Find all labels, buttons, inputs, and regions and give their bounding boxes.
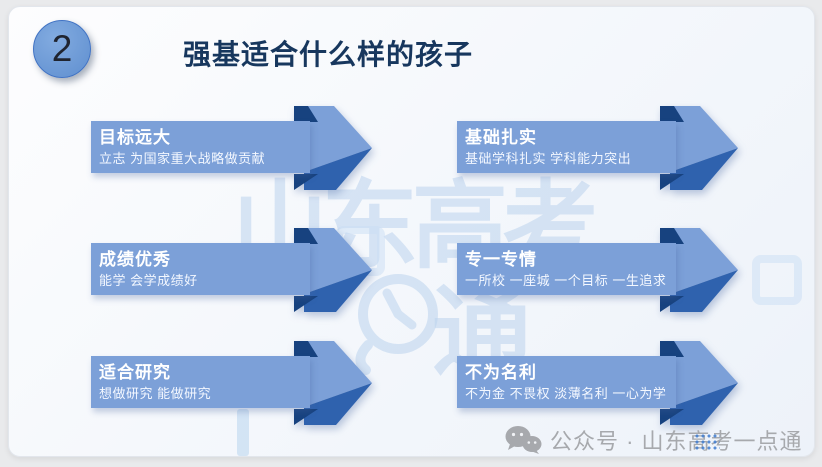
arrow-title: 成绩优秀 [99,250,171,269]
arrow-label-bar: 专一专情 一所校 一座城 一个目标 一生追求 [457,243,676,295]
watermark-deco-bar [237,409,249,456]
arrow-right-icon [294,228,372,312]
arrow-subtitle: 能学 会学成绩好 [99,273,198,288]
arrow-item: 成绩优秀 能学 会学成绩好 [91,228,372,312]
arrow-subtitle: 一所校 一座城 一个目标 一生追求 [465,273,667,288]
arrow-subtitle: 不为金 不畏权 淡薄名利 一心为学 [465,386,667,401]
arrow-label-bar: 成绩优秀 能学 会学成绩好 [91,243,310,295]
arrow-label-bar: 适合研究 想做研究 能做研究 [91,356,310,408]
arrow-label-bar: 基础扎实 基础学科扎实 学科能力突出 [457,121,676,173]
arrow-right-icon [294,106,372,190]
footer-branding: 公众号 · 山东高考一点通 [504,424,803,456]
arrow-title: 不为名利 [465,363,537,382]
arrow-title: 基础扎实 [465,128,537,147]
arrow-right-icon [660,228,738,312]
arrow-subtitle: 立志 为国家重大战略做贡献 [99,151,266,166]
arrow-right-icon [660,341,738,425]
arrow-item: 专一专情 一所校 一座城 一个目标 一生追求 [457,228,738,312]
arrow-item: 不为名利 不为金 不畏权 淡薄名利 一心为学 [457,341,738,425]
page-title: 强基适合什么样的孩子 [183,39,474,70]
watermark-deco-frame [752,255,802,305]
arrow-title: 专一专情 [465,250,537,269]
arrow-label-bar: 不为名利 不为金 不畏权 淡薄名利 一心为学 [457,356,676,408]
footer-label: 公众号 · 山东高考一点通 [550,429,803,454]
arrow-item: 适合研究 想做研究 能做研究 [91,341,372,425]
arrow-item: 目标远大 立志 为国家重大战略做贡献 [91,106,372,190]
arrow-title: 目标远大 [99,128,171,147]
wechat-icon [505,426,542,454]
arrow-label-bar: 目标远大 立志 为国家重大战略做贡献 [91,121,310,173]
arrow-subtitle: 想做研究 能做研究 [99,386,212,401]
clock-icon [355,274,438,375]
arrow-right-icon [660,106,738,190]
slide-number-badge: 2 [33,20,91,78]
arrow-title: 适合研究 [99,363,171,382]
arrow-subtitle: 基础学科扎实 学科能力突出 [465,151,632,166]
arrow-item: 基础扎实 基础学科扎实 学科能力突出 [457,106,738,190]
footer-dot-watermark [694,433,720,450]
arrow-right-icon [294,341,372,425]
